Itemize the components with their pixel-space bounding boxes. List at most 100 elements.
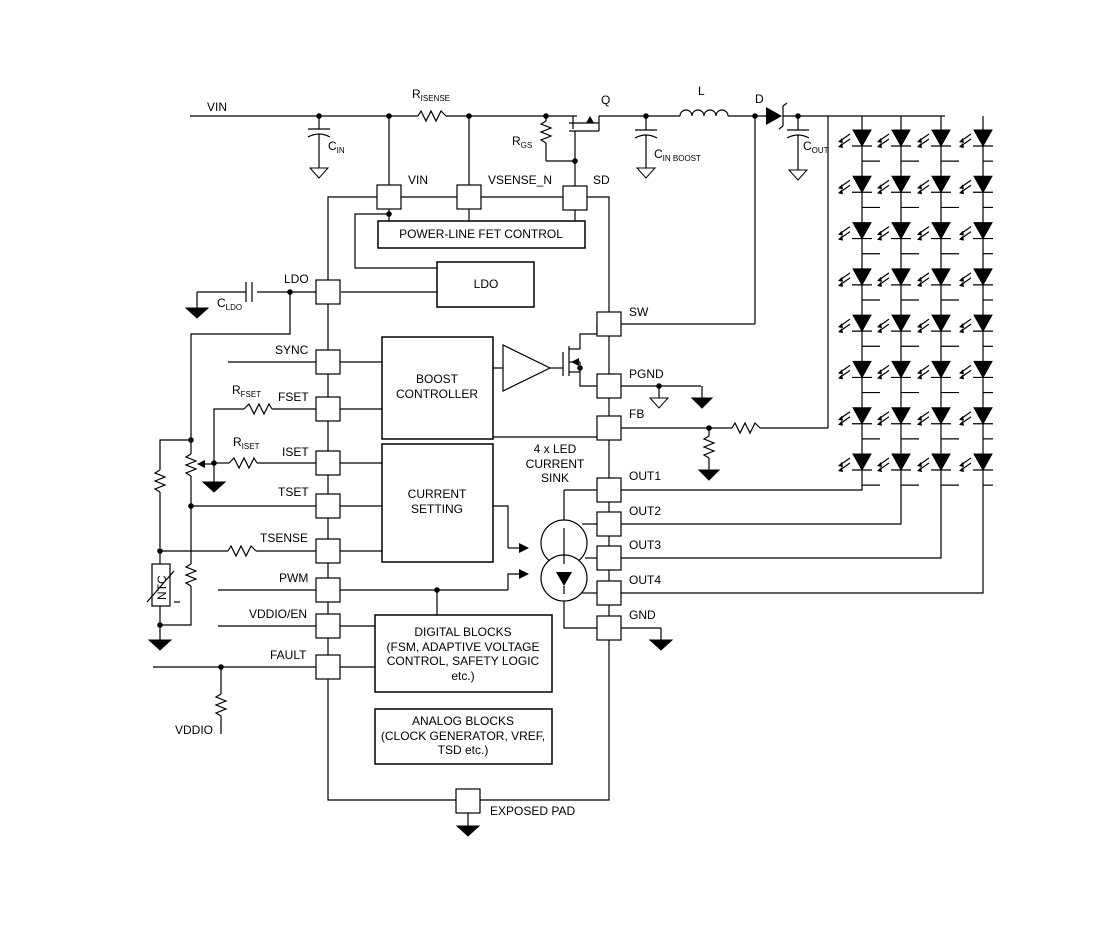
vin-net-label: VIN xyxy=(207,100,227,114)
pin-out4 xyxy=(596,580,622,606)
rgs-resistor xyxy=(539,116,578,164)
led-diode xyxy=(877,314,919,347)
cinboost-label: CIN BOOST xyxy=(654,147,701,163)
led-array xyxy=(838,116,993,486)
led-diode xyxy=(838,129,880,162)
sink-label-3: SINK xyxy=(541,471,569,485)
led-diode xyxy=(917,268,959,301)
pin-vsense-n xyxy=(456,184,482,210)
pin-sd-label: SD xyxy=(593,173,610,187)
boost-diode xyxy=(766,102,945,130)
pin-iset xyxy=(315,450,341,476)
led-diode xyxy=(877,222,919,255)
pin-exposed-pad xyxy=(455,788,481,814)
boost-inductor xyxy=(679,109,766,119)
led-string xyxy=(959,116,993,486)
led-diode xyxy=(959,175,993,209)
led-diode xyxy=(917,360,959,394)
boost-controller-block xyxy=(381,336,494,440)
led-diode xyxy=(838,407,880,440)
pin-pgnd xyxy=(596,373,622,399)
led-string xyxy=(917,116,959,486)
pin-fset xyxy=(315,396,341,422)
out-wires xyxy=(621,462,984,594)
sink-label-2: CURRENT xyxy=(526,457,585,471)
boost-block-label-1: BOOST xyxy=(416,372,459,386)
analog-label-3: TSD etc.) xyxy=(438,743,489,757)
riset-resistor xyxy=(211,456,316,470)
pin-out4-label: OUT4 xyxy=(629,573,661,587)
pin-pwm xyxy=(315,577,341,603)
digital-label-3: CONTROL, SAFETY LOGIC xyxy=(387,654,540,668)
ntc-thermistor xyxy=(151,563,171,607)
analog-blocks xyxy=(374,708,553,765)
led-diode xyxy=(917,314,959,347)
led-diode xyxy=(877,129,919,162)
pin-fault-label: FAULT xyxy=(270,648,307,662)
pin-fset-label: FSET xyxy=(278,390,309,404)
led-diode xyxy=(917,407,959,440)
fault-pullup xyxy=(153,664,316,734)
led-diode xyxy=(917,175,959,209)
analog-label-1: ANALOG BLOCKS xyxy=(412,714,514,728)
pin-sync xyxy=(315,349,341,375)
led-diode xyxy=(838,360,880,394)
pin-fb xyxy=(596,415,622,441)
vddio-label: VDDIO xyxy=(175,723,213,737)
fb-divider-resistor xyxy=(697,425,721,481)
cout-label: COUT xyxy=(803,139,829,155)
digital-label-1: DIGITAL BLOCKS xyxy=(414,625,511,639)
risense-resistor xyxy=(417,109,447,123)
pin-vin xyxy=(376,184,402,210)
led-diode xyxy=(877,407,919,440)
q-label: Q xyxy=(601,93,610,107)
digital-blocks xyxy=(374,614,553,693)
cldo-capacitor xyxy=(184,282,316,319)
pin-out3 xyxy=(596,545,622,571)
cout-capacitor xyxy=(786,113,810,181)
ntc-label: NTC xyxy=(155,575,169,600)
led-diode xyxy=(959,129,993,162)
led-diode xyxy=(959,314,993,347)
sink-label-1: 4 x LED xyxy=(534,442,577,456)
led-diode xyxy=(959,453,993,486)
led-diode xyxy=(959,360,993,394)
cin-label: CIN xyxy=(328,139,345,155)
pin-sw-label: SW xyxy=(629,305,649,319)
pin-out3-label: OUT3 xyxy=(629,538,661,552)
pin-out2 xyxy=(596,511,622,537)
current-setting-block xyxy=(381,443,494,563)
led-diode xyxy=(877,360,919,394)
pin-out1 xyxy=(596,477,622,503)
led-diode xyxy=(877,175,919,209)
analog-label-2: (CLOCK GENERATOR, VREF, xyxy=(381,729,545,743)
ldo-block xyxy=(436,261,535,308)
led-diode xyxy=(959,268,993,301)
led-diode xyxy=(838,314,880,347)
current-block-label-2: SETTING xyxy=(411,502,463,516)
riset-label: RISET xyxy=(233,435,260,451)
cin-capacitor xyxy=(307,116,331,179)
led-diode xyxy=(917,129,959,162)
pin-sync-label: SYNC xyxy=(275,343,309,357)
pin-tsense xyxy=(315,538,341,564)
rfset-label: RFSET xyxy=(232,383,261,399)
pin-out2-label: OUT2 xyxy=(629,504,661,518)
power-line-fet-control-block xyxy=(377,220,586,249)
pin-fb-label: FB xyxy=(629,407,644,421)
pin-out1-label: OUT1 xyxy=(629,469,661,483)
pin-vddio-en xyxy=(315,613,341,639)
pin-tset xyxy=(315,493,341,519)
pin-gnd-label: GND xyxy=(629,608,656,622)
d-label: D xyxy=(755,92,764,106)
l-label: L xyxy=(698,84,705,98)
led-diode xyxy=(917,453,959,486)
pin-sw xyxy=(596,311,622,337)
pin-pgnd-label: PGND xyxy=(629,367,664,381)
ntc-network xyxy=(146,437,316,651)
led-diode xyxy=(838,222,880,255)
pin-sd xyxy=(562,185,588,211)
pin-vin-label: VIN xyxy=(408,173,428,187)
pin-gnd xyxy=(596,615,622,641)
